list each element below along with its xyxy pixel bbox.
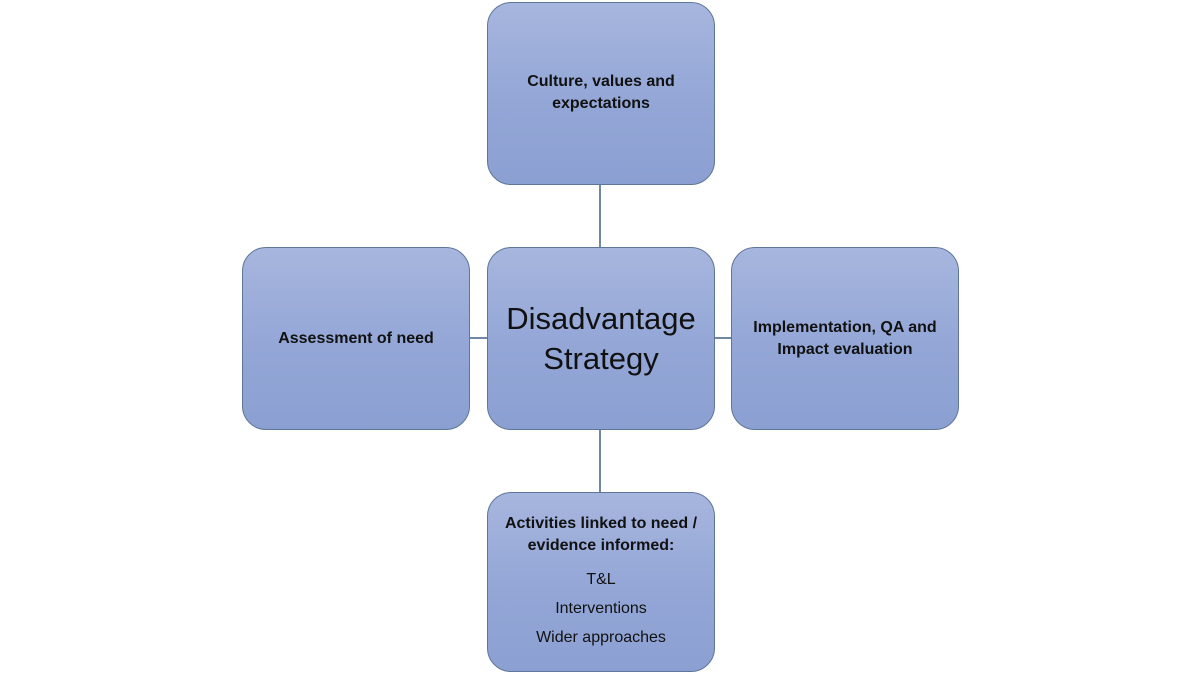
node-activities-heading: Activities linked to need / evidence inf… (504, 515, 698, 554)
connector-top (599, 184, 601, 248)
connector-bottom (599, 430, 601, 494)
connector-left (469, 337, 487, 339)
center-title-line2: Strategy (543, 340, 659, 376)
node-activities: Activities linked to need / evidence inf… (487, 492, 715, 672)
node-culture-values: Culture, values and expectations (487, 2, 715, 185)
node-activities-item-interventions: Interventions (555, 600, 647, 617)
node-implementation-qa: Implementation, QA and Impact evaluation (731, 247, 959, 430)
center-title-line1: Disadvantage (506, 300, 696, 336)
node-culture-values-label: Culture, values and expectations (527, 73, 675, 112)
node-activities-item-tl: T&L (586, 571, 616, 588)
node-assessment-of-need-label: Assessment of need (278, 329, 434, 347)
node-activities-item-wider-approaches: Wider approaches (536, 629, 666, 646)
node-assessment-of-need: Assessment of need (242, 247, 470, 430)
node-implementation-qa-label: Implementation, QA and Impact evaluation (753, 318, 937, 358)
connector-right (714, 337, 732, 339)
node-disadvantage-strategy: Disadvantage Strategy (487, 247, 715, 430)
